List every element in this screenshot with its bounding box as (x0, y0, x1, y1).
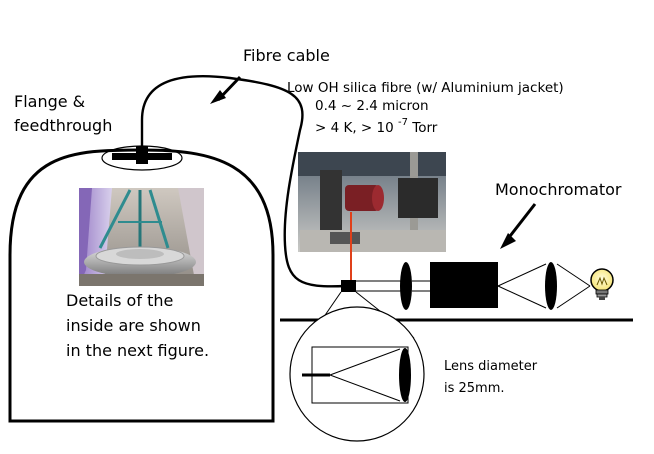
beam-lens-lamp-bottom (556, 285, 591, 309)
chamber-interior-photo (79, 188, 204, 286)
monochromator-setup-photo (298, 152, 446, 252)
flange-label-line2: feedthrough (14, 116, 112, 135)
monochromator-arrow (505, 203, 537, 241)
lens-detail-drawing (302, 346, 411, 404)
beam-lens-lamp-top (556, 263, 591, 287)
lens-detail-zoom-circle (289, 306, 425, 442)
feedthrough (136, 146, 148, 164)
condenser-lens (545, 262, 557, 310)
lens-diameter-label-line2: is 25mm. (444, 381, 505, 396)
beam-mono-lens-bottom (497, 285, 547, 309)
details-label-line2: inside are shown (66, 316, 201, 335)
wavelength-range-label: 0.4 ~ 2.4 micron (315, 98, 429, 114)
lens-diameter-label-line1: Lens diameter (444, 359, 538, 374)
fibre-connector (341, 280, 356, 292)
fibre-spec-label: Low OH silica fibre (w/ Aluminium jacket… (287, 80, 564, 96)
monochromator-arrowhead (500, 233, 516, 249)
details-label-line1: Details of the (66, 291, 173, 310)
details-label-line3: in the next figure. (66, 341, 209, 360)
monochromator-box (430, 262, 498, 308)
collimating-lens (400, 262, 412, 310)
temp-pressure-label: > 4 K, > 10 -7 Torr (315, 113, 438, 136)
fibre-cable-label: Fibre cable (243, 46, 330, 65)
light-bulb-icon (590, 268, 614, 300)
beam-mono-lens-top (497, 263, 547, 287)
fibre-cable (140, 75, 346, 288)
flange-label-line1: Flange & (14, 92, 85, 111)
monochromator-label: Monochromator (495, 180, 622, 199)
fibre-cable-arrowhead (210, 90, 226, 104)
